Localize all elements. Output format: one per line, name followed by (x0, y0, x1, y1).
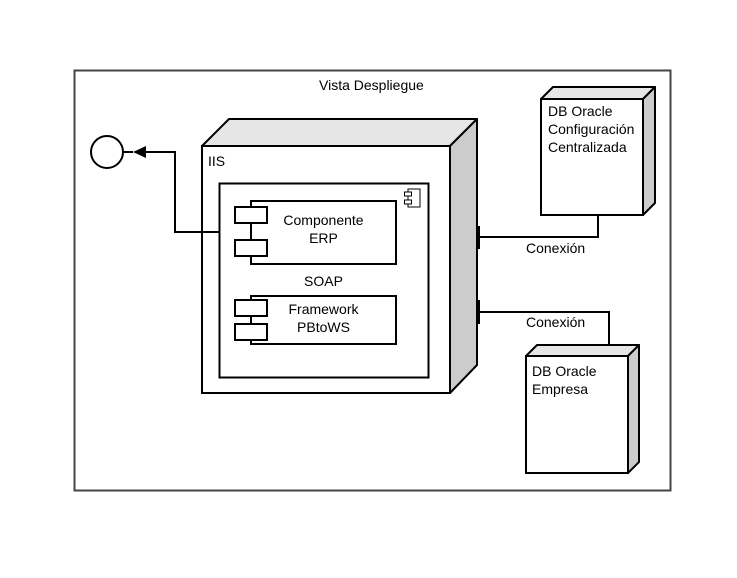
db-config-label-line2: Configuración (548, 121, 635, 137)
connection-line-config[interactable] (478, 215, 599, 238)
db-empresa-label-line2: Empresa (532, 381, 589, 397)
component-framework-label-line2: PBtoWS (297, 319, 350, 335)
interface-dependency-line (146, 151, 219, 233)
component-framework-label-line1: Framework (288, 301, 359, 317)
db-config-node-side-face (642, 86, 656, 216)
db-config-label-line3: Centralizada (548, 139, 627, 155)
arrowhead-icon (133, 146, 146, 158)
connection-label-empresa: Conexión (526, 314, 586, 330)
component-framework[interactable] (234, 295, 397, 345)
frame-title: Vista Despliegue (319, 77, 424, 93)
db-empresa-label: DB Oracle Empresa (532, 362, 597, 398)
component-erp[interactable] (234, 200, 397, 265)
component-icon (404, 188, 421, 208)
db-empresa-node[interactable] (525, 344, 640, 474)
component-erp-tab-top (234, 206, 268, 224)
soap-label: SOAP (304, 273, 343, 289)
db-empresa-node-top-face (525, 344, 640, 357)
connection-label-config: Conexión (526, 240, 586, 256)
component-erp-tab-bottom (234, 239, 268, 257)
db-config-node-top-face (540, 86, 656, 100)
db-empresa-label-line1: DB Oracle (532, 363, 597, 379)
interface-circle-icon[interactable] (90, 135, 124, 169)
db-empresa-node-front-face (525, 355, 629, 474)
component-framework-tab-top (234, 299, 268, 317)
iis-node-top-face (201, 118, 478, 147)
component-framework-body (250, 295, 397, 345)
db-config-label: DB Oracle Configuración Centralizada (548, 102, 634, 156)
component-erp-label-line1: Componente (283, 212, 364, 228)
component-erp-label: Componente ERP (251, 211, 396, 247)
iis-node-side-face (449, 118, 478, 394)
component-framework-label: Framework PBtoWS (251, 300, 396, 336)
db-config-node-front-face (540, 98, 644, 216)
db-config-node[interactable] (540, 86, 656, 216)
component-erp-body (250, 200, 397, 265)
db-empresa-node-side-face (627, 344, 640, 474)
connection-line-empresa[interactable] (478, 311, 610, 345)
iis-node-label: IIS (208, 153, 226, 169)
db-config-label-line1: DB Oracle (548, 103, 613, 119)
component-erp-label-line2: ERP (309, 230, 338, 246)
component-framework-tab-bottom (234, 323, 268, 341)
